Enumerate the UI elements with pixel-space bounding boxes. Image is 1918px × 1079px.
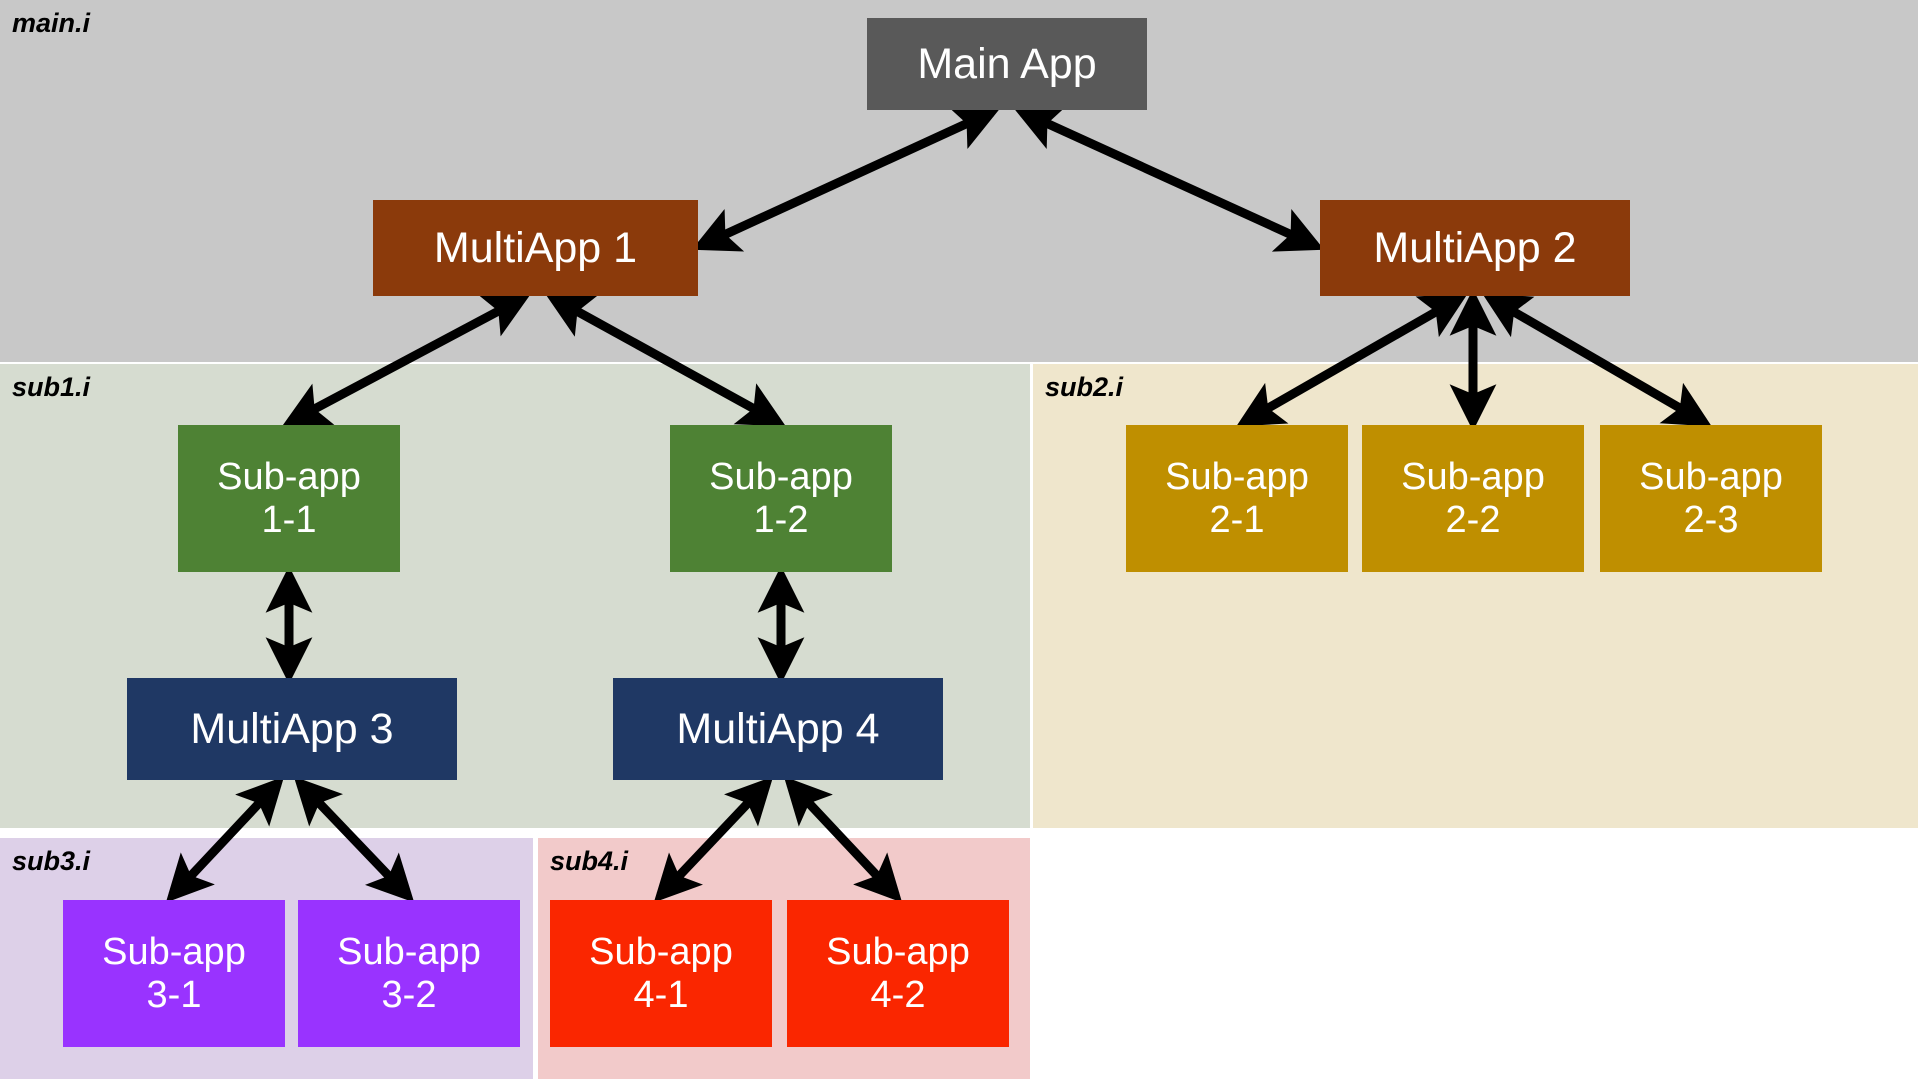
node-multiapp-1[interactable]: MultiApp 1 — [373, 200, 698, 296]
node-sub-app-2-3[interactable]: Sub-app 2-3 — [1600, 425, 1822, 572]
node-multiapp-4[interactable]: MultiApp 4 — [613, 678, 943, 780]
node-sub-app-4-2[interactable]: Sub-app 4-2 — [787, 900, 1009, 1047]
node-multiapp-2[interactable]: MultiApp 2 — [1320, 200, 1630, 296]
panel-label-sub3: sub3.i — [12, 846, 91, 876]
node-main-app[interactable]: Main App — [867, 18, 1147, 110]
node-sub-app-3-2[interactable]: Sub-app 3-2 — [298, 900, 520, 1047]
node-multiapp-3[interactable]: MultiApp 3 — [127, 678, 457, 780]
node-sub-app-2-2[interactable]: Sub-app 2-2 — [1362, 425, 1584, 572]
node-sub-app-1-2[interactable]: Sub-app 1-2 — [670, 425, 892, 572]
panel-label-sub1: sub1.i — [12, 372, 91, 402]
panel-label-sub4: sub4.i — [550, 846, 629, 876]
node-sub-app-3-1[interactable]: Sub-app 3-1 — [63, 900, 285, 1047]
node-sub-app-2-1[interactable]: Sub-app 2-1 — [1126, 425, 1348, 572]
panel-label-main: main.i — [12, 8, 91, 38]
panel-label-sub2: sub2.i — [1045, 372, 1124, 402]
node-sub-app-1-1[interactable]: Sub-app 1-1 — [178, 425, 400, 572]
node-sub-app-4-1[interactable]: Sub-app 4-1 — [550, 900, 772, 1047]
